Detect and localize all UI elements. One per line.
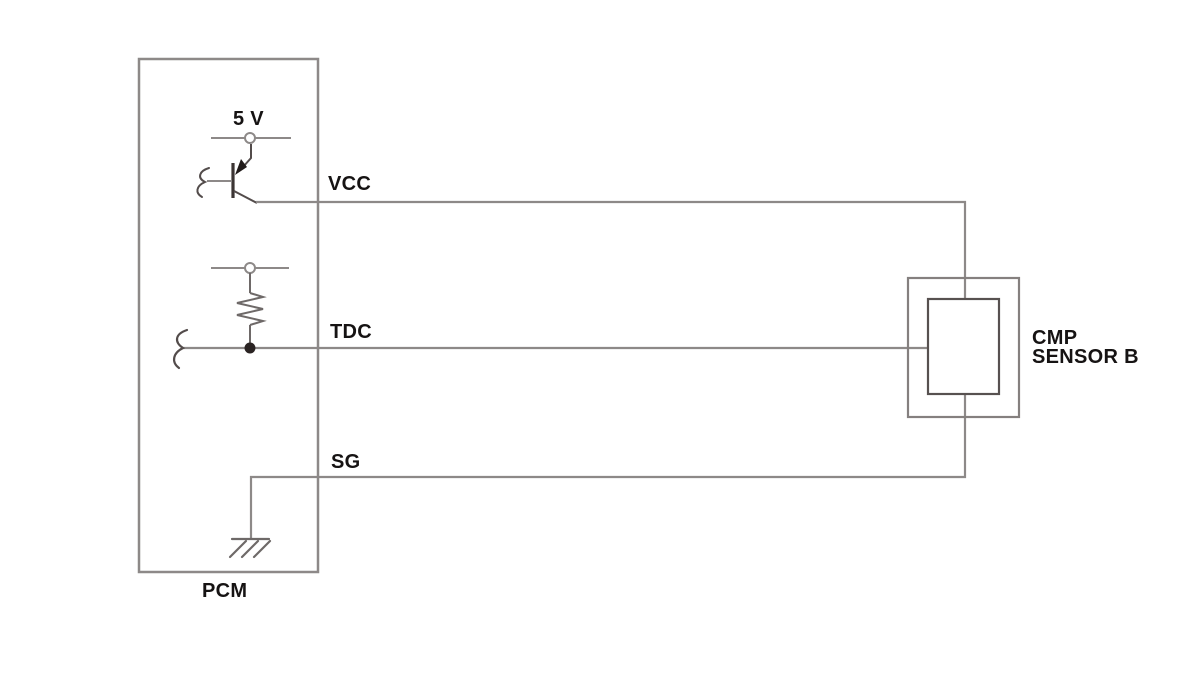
sensor-label-line1: CMP xyxy=(1032,327,1078,349)
wire-break-icon xyxy=(196,167,210,198)
sensor-outer-box xyxy=(906,276,1021,419)
pullup-terminal-circle xyxy=(244,262,256,274)
ground-icon xyxy=(228,537,272,559)
resistor-zigzag-icon xyxy=(236,292,267,326)
sensor-inner-box xyxy=(926,297,1001,396)
wire-label-sg: SG xyxy=(331,451,361,473)
ground-hatch xyxy=(228,539,248,559)
supply-voltage-label: 5 V xyxy=(233,108,264,130)
sensor-label-line2: SENSOR B xyxy=(1032,346,1139,368)
wire-vcc xyxy=(256,200,967,299)
ground-hatch xyxy=(252,539,272,559)
ground-hatch xyxy=(240,539,260,559)
wire-label-vcc: VCC xyxy=(328,173,372,195)
pullup-terminal xyxy=(211,262,289,274)
transistor-emitter-lead xyxy=(233,190,258,204)
sensor-label: CMP SENSOR B xyxy=(1032,327,1139,368)
pcm-box xyxy=(137,57,320,574)
pcm-label: PCM xyxy=(202,580,248,602)
transistor-symbol xyxy=(196,144,258,204)
wire-label-tdc: TDC xyxy=(330,321,373,343)
transistor-collector-lead xyxy=(242,144,252,168)
wire-break-icon xyxy=(173,328,189,370)
junction-dot xyxy=(244,342,256,354)
supply-terminal-circle xyxy=(244,132,256,144)
wire-sg xyxy=(249,394,967,539)
resistor-symbol xyxy=(236,273,267,344)
supply-terminal-5v xyxy=(211,132,291,144)
transistor-arrowhead-icon xyxy=(235,159,247,175)
